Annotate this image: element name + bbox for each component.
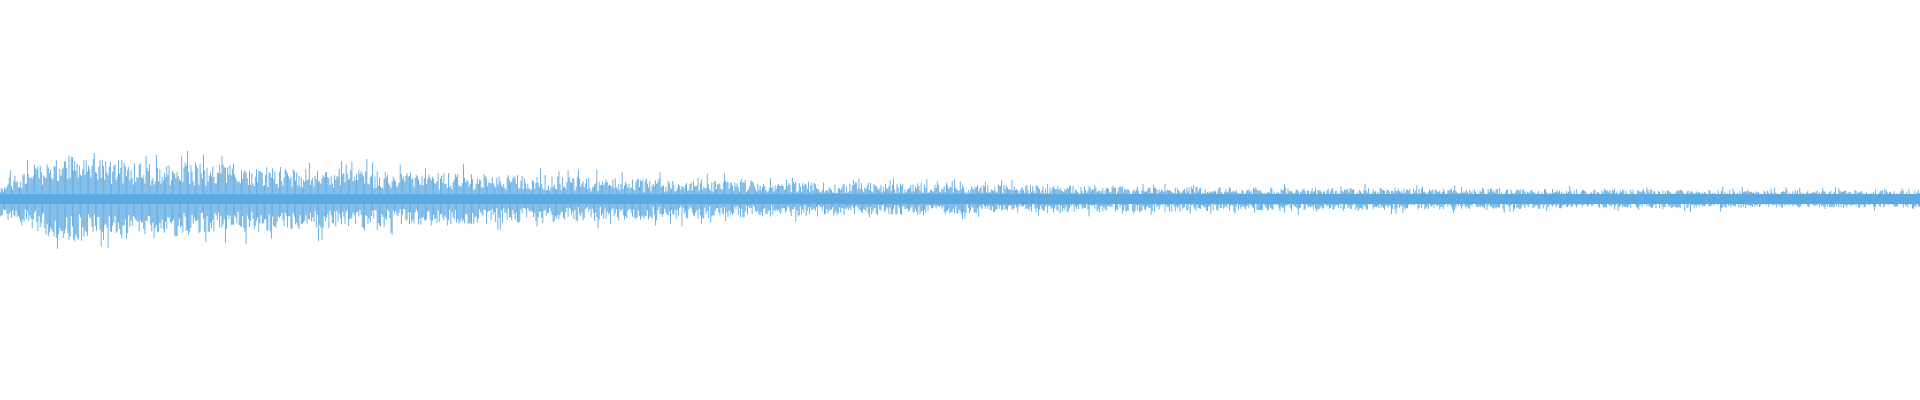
waveform-core-band [0, 194, 1920, 204]
